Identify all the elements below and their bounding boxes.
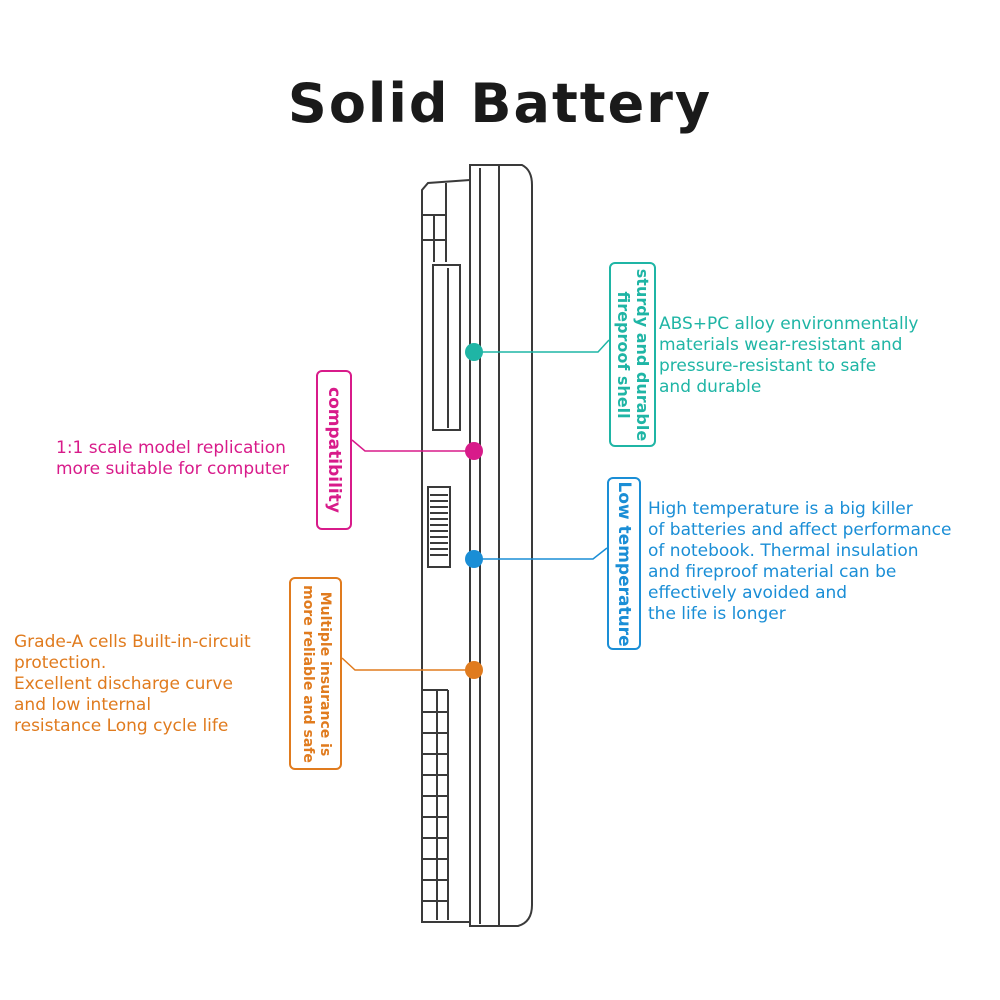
description-line: and durable	[659, 377, 762, 397]
battery-lower-ribs	[422, 689, 449, 920]
description-line: High temperature is a big killer	[648, 499, 913, 519]
feature-description-shell: ABS+PC alloy environmentally materials w…	[659, 314, 918, 398]
description-line: of notebook. Thermal insulation	[648, 541, 919, 561]
insurance-leader-line	[341, 657, 474, 671]
description-line: and fireproof material can be	[648, 562, 897, 582]
feature-tag-text: compatibility	[324, 387, 344, 513]
connector-pins	[430, 494, 448, 556]
feature-description-compatibility: 1:1 scale model replication more suitabl…	[56, 438, 289, 480]
description-line: effectively avoided and	[648, 583, 848, 603]
feature-tag-multiple-insurance: Multiple insurance is more reliable and …	[289, 577, 342, 770]
compat-leader-line	[351, 439, 474, 452]
feature-tag-text: more reliable and safe	[299, 584, 316, 763]
battery-connector	[427, 486, 451, 568]
description-line: ABS+PC alloy environmentally	[659, 314, 919, 334]
description-line: materials wear-resistant and	[659, 335, 903, 355]
feature-tag-text: fireproof shell	[613, 290, 633, 419]
shell-leader-line	[474, 339, 610, 353]
battery-upper-ribs	[422, 183, 447, 262]
battery-latch-slot	[432, 264, 461, 431]
description-line: pressure-resistant to safe	[659, 356, 877, 376]
description-line: Grade-A cells Built-in-circuit	[14, 632, 251, 652]
description-line: and low internal	[14, 695, 152, 715]
feature-tag-low-temperature: Low temperature	[607, 477, 641, 650]
feature-tag-text: Low temperature	[614, 480, 634, 647]
temp-leader-line	[474, 547, 608, 560]
insurance-marker-dot	[465, 661, 483, 679]
description-line: protection.	[14, 653, 107, 673]
compat-marker-dot	[465, 442, 483, 460]
feature-tag-sturdy-shell: sturdy and durable fireproof shell	[609, 262, 656, 447]
description-line: the life is longer	[648, 604, 786, 624]
description-line: more suitable for computer	[56, 459, 290, 479]
feature-tag-text: Multiple insurance is	[316, 591, 333, 756]
battery-back-plate	[421, 179, 471, 923]
battery-side-view	[421, 164, 533, 927]
page-title: Solid Battery	[287, 72, 713, 135]
feature-tag-text: sturdy and durable	[632, 268, 652, 441]
description-line: resistance Long cycle life	[14, 716, 229, 736]
feature-description-temperature: High temperature is a big killer of batt…	[648, 499, 952, 625]
description-line: Excellent discharge curve	[14, 674, 233, 694]
description-line: 1:1 scale model replication	[56, 438, 286, 458]
shell-marker-dot	[465, 343, 483, 361]
feature-description-insurance: Grade-A cells Built-in-circuit protectio…	[14, 632, 251, 737]
battery-outer-shell	[469, 164, 533, 927]
temp-marker-dot	[465, 550, 483, 568]
description-line: of batteries and affect performance	[648, 520, 952, 540]
feature-tag-compatibility: compatibility	[316, 370, 352, 530]
